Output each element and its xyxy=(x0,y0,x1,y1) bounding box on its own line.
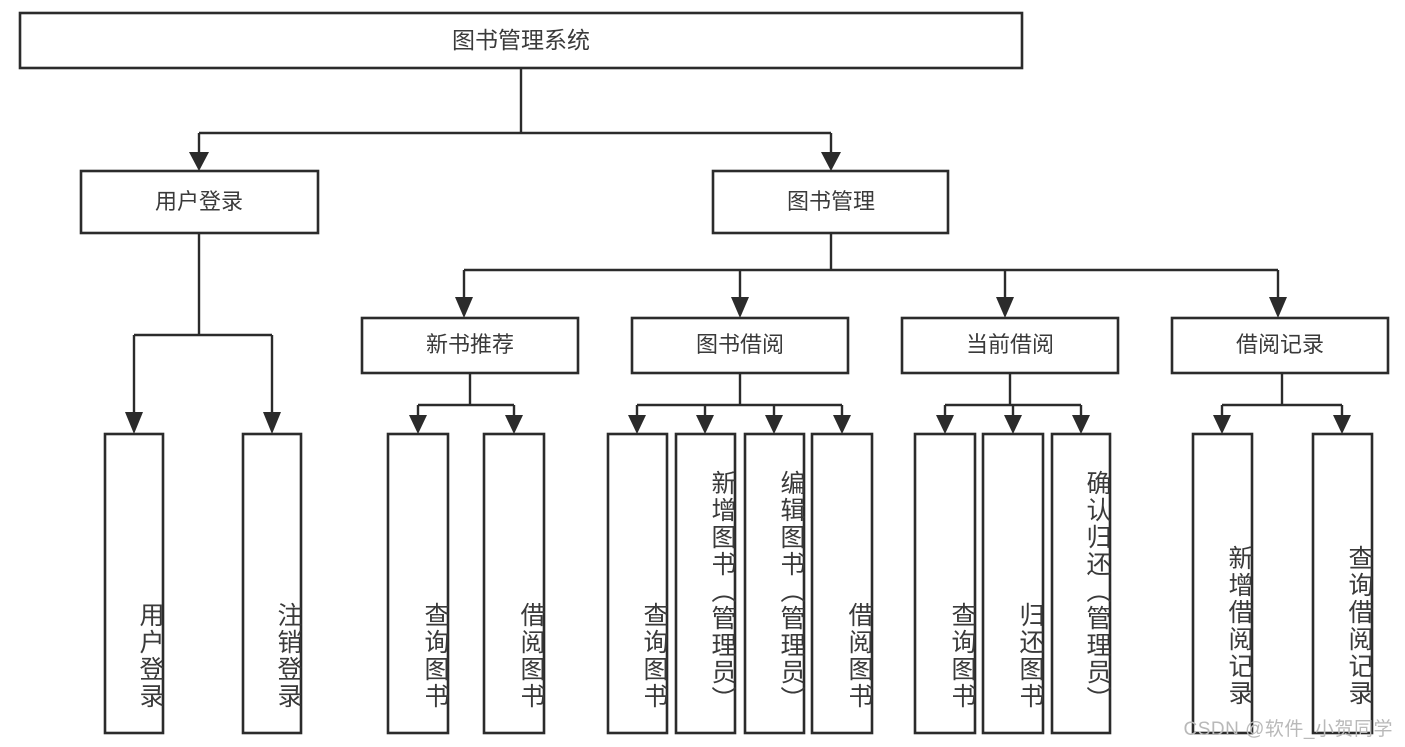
node-new-book-recommend-box[interactable] xyxy=(360,316,580,375)
node-current-borrow-label: 当前借阅 xyxy=(966,332,1054,357)
arrow-head-book-mgmt xyxy=(821,152,841,171)
leaf-box-borrow-book-a[interactable] xyxy=(482,432,546,735)
node-book-management-label: 图书管理 xyxy=(787,189,875,214)
node-root[interactable]: 图书管理系统 xyxy=(18,11,1024,70)
node-user-login-box[interactable] xyxy=(79,169,320,235)
arrow-head-leaf-edit-book xyxy=(765,415,783,434)
leaf-box-confirm-return[interactable] xyxy=(1050,432,1112,735)
connector-group-new-book-rec-leaves xyxy=(409,373,523,434)
arrow-head-leaf-confirm-return xyxy=(1072,415,1090,434)
node-book-borrow[interactable]: 图书借阅 xyxy=(630,316,850,375)
leaf-box-borrow-book-b[interactable] xyxy=(810,432,874,735)
node-book-borrow-box[interactable] xyxy=(630,316,850,375)
arrow-head-user-login xyxy=(189,152,209,171)
leaf-box-add-record[interactable] xyxy=(1191,432,1254,735)
leaf-box-add-book[interactable] xyxy=(674,432,737,735)
connector-group-current-borrow-leaves xyxy=(936,373,1090,434)
leaf-box-group xyxy=(103,432,1374,735)
arrow-head-leaf-logout xyxy=(263,412,281,434)
leaf-box-query-record[interactable] xyxy=(1311,432,1374,735)
arrow-head-borrow-record xyxy=(1269,297,1287,318)
arrow-head-leaf-add-book xyxy=(696,415,714,434)
node-user-login-label: 用户登录 xyxy=(155,189,243,214)
connector-group-user-login-leaves xyxy=(125,233,281,434)
node-current-borrow[interactable]: 当前借阅 xyxy=(900,316,1120,375)
arrow-head-leaf-user-login xyxy=(125,412,143,434)
node-current-borrow-box[interactable] xyxy=(900,316,1120,375)
leaf-box-logout[interactable] xyxy=(241,432,303,735)
node-book-borrow-label: 图书借阅 xyxy=(696,332,784,357)
csdn-watermark: CSDN @软件_小贺同学 xyxy=(1183,719,1393,740)
arrow-head-leaf-query-book-a xyxy=(409,415,427,434)
arrow-head-leaf-query-book-b xyxy=(628,415,646,434)
leaf-box-query-book-c[interactable] xyxy=(913,432,977,735)
node-borrow-record[interactable]: 借阅记录 xyxy=(1170,316,1390,375)
arrow-head-current-borrow xyxy=(996,297,1014,318)
leaf-box-query-book-a[interactable] xyxy=(386,432,450,735)
leaf-box-return-book[interactable] xyxy=(981,432,1045,735)
connector-group-root xyxy=(189,68,841,171)
arrow-head-leaf-query-book-c xyxy=(936,415,954,434)
connector-group-book-mgmt xyxy=(455,233,1287,318)
arrow-head-leaf-borrow-book-a xyxy=(505,415,523,434)
leaf-box-edit-book[interactable] xyxy=(743,432,806,735)
connector-group-borrow-record-leaves xyxy=(1213,373,1351,434)
arrow-head-leaf-query-record xyxy=(1333,415,1351,434)
node-book-management-box[interactable] xyxy=(711,169,950,235)
arrow-head-new-book-rec xyxy=(455,297,473,318)
node-borrow-record-label: 借阅记录 xyxy=(1236,332,1324,357)
leaf-box-query-book-b[interactable] xyxy=(606,432,669,735)
arrow-head-leaf-add-record xyxy=(1213,415,1231,434)
leaf-box-user-login[interactable] xyxy=(103,432,165,735)
node-borrow-record-box[interactable] xyxy=(1170,316,1390,375)
arrow-head-leaf-borrow-book-b xyxy=(833,415,851,434)
node-new-book-recommend-label: 新书推荐 xyxy=(426,332,514,357)
node-book-management[interactable]: 图书管理 xyxy=(711,169,950,235)
node-root-box[interactable] xyxy=(18,11,1024,70)
node-user-login[interactable]: 用户登录 xyxy=(79,169,320,235)
node-new-book-recommend[interactable]: 新书推荐 xyxy=(360,316,580,375)
node-root-label: 图书管理系统 xyxy=(452,27,590,53)
connector-group-book-borrow-leaves xyxy=(628,373,851,434)
arrow-head-leaf-return-book xyxy=(1004,415,1022,434)
arrow-head-book-borrow xyxy=(731,297,749,318)
